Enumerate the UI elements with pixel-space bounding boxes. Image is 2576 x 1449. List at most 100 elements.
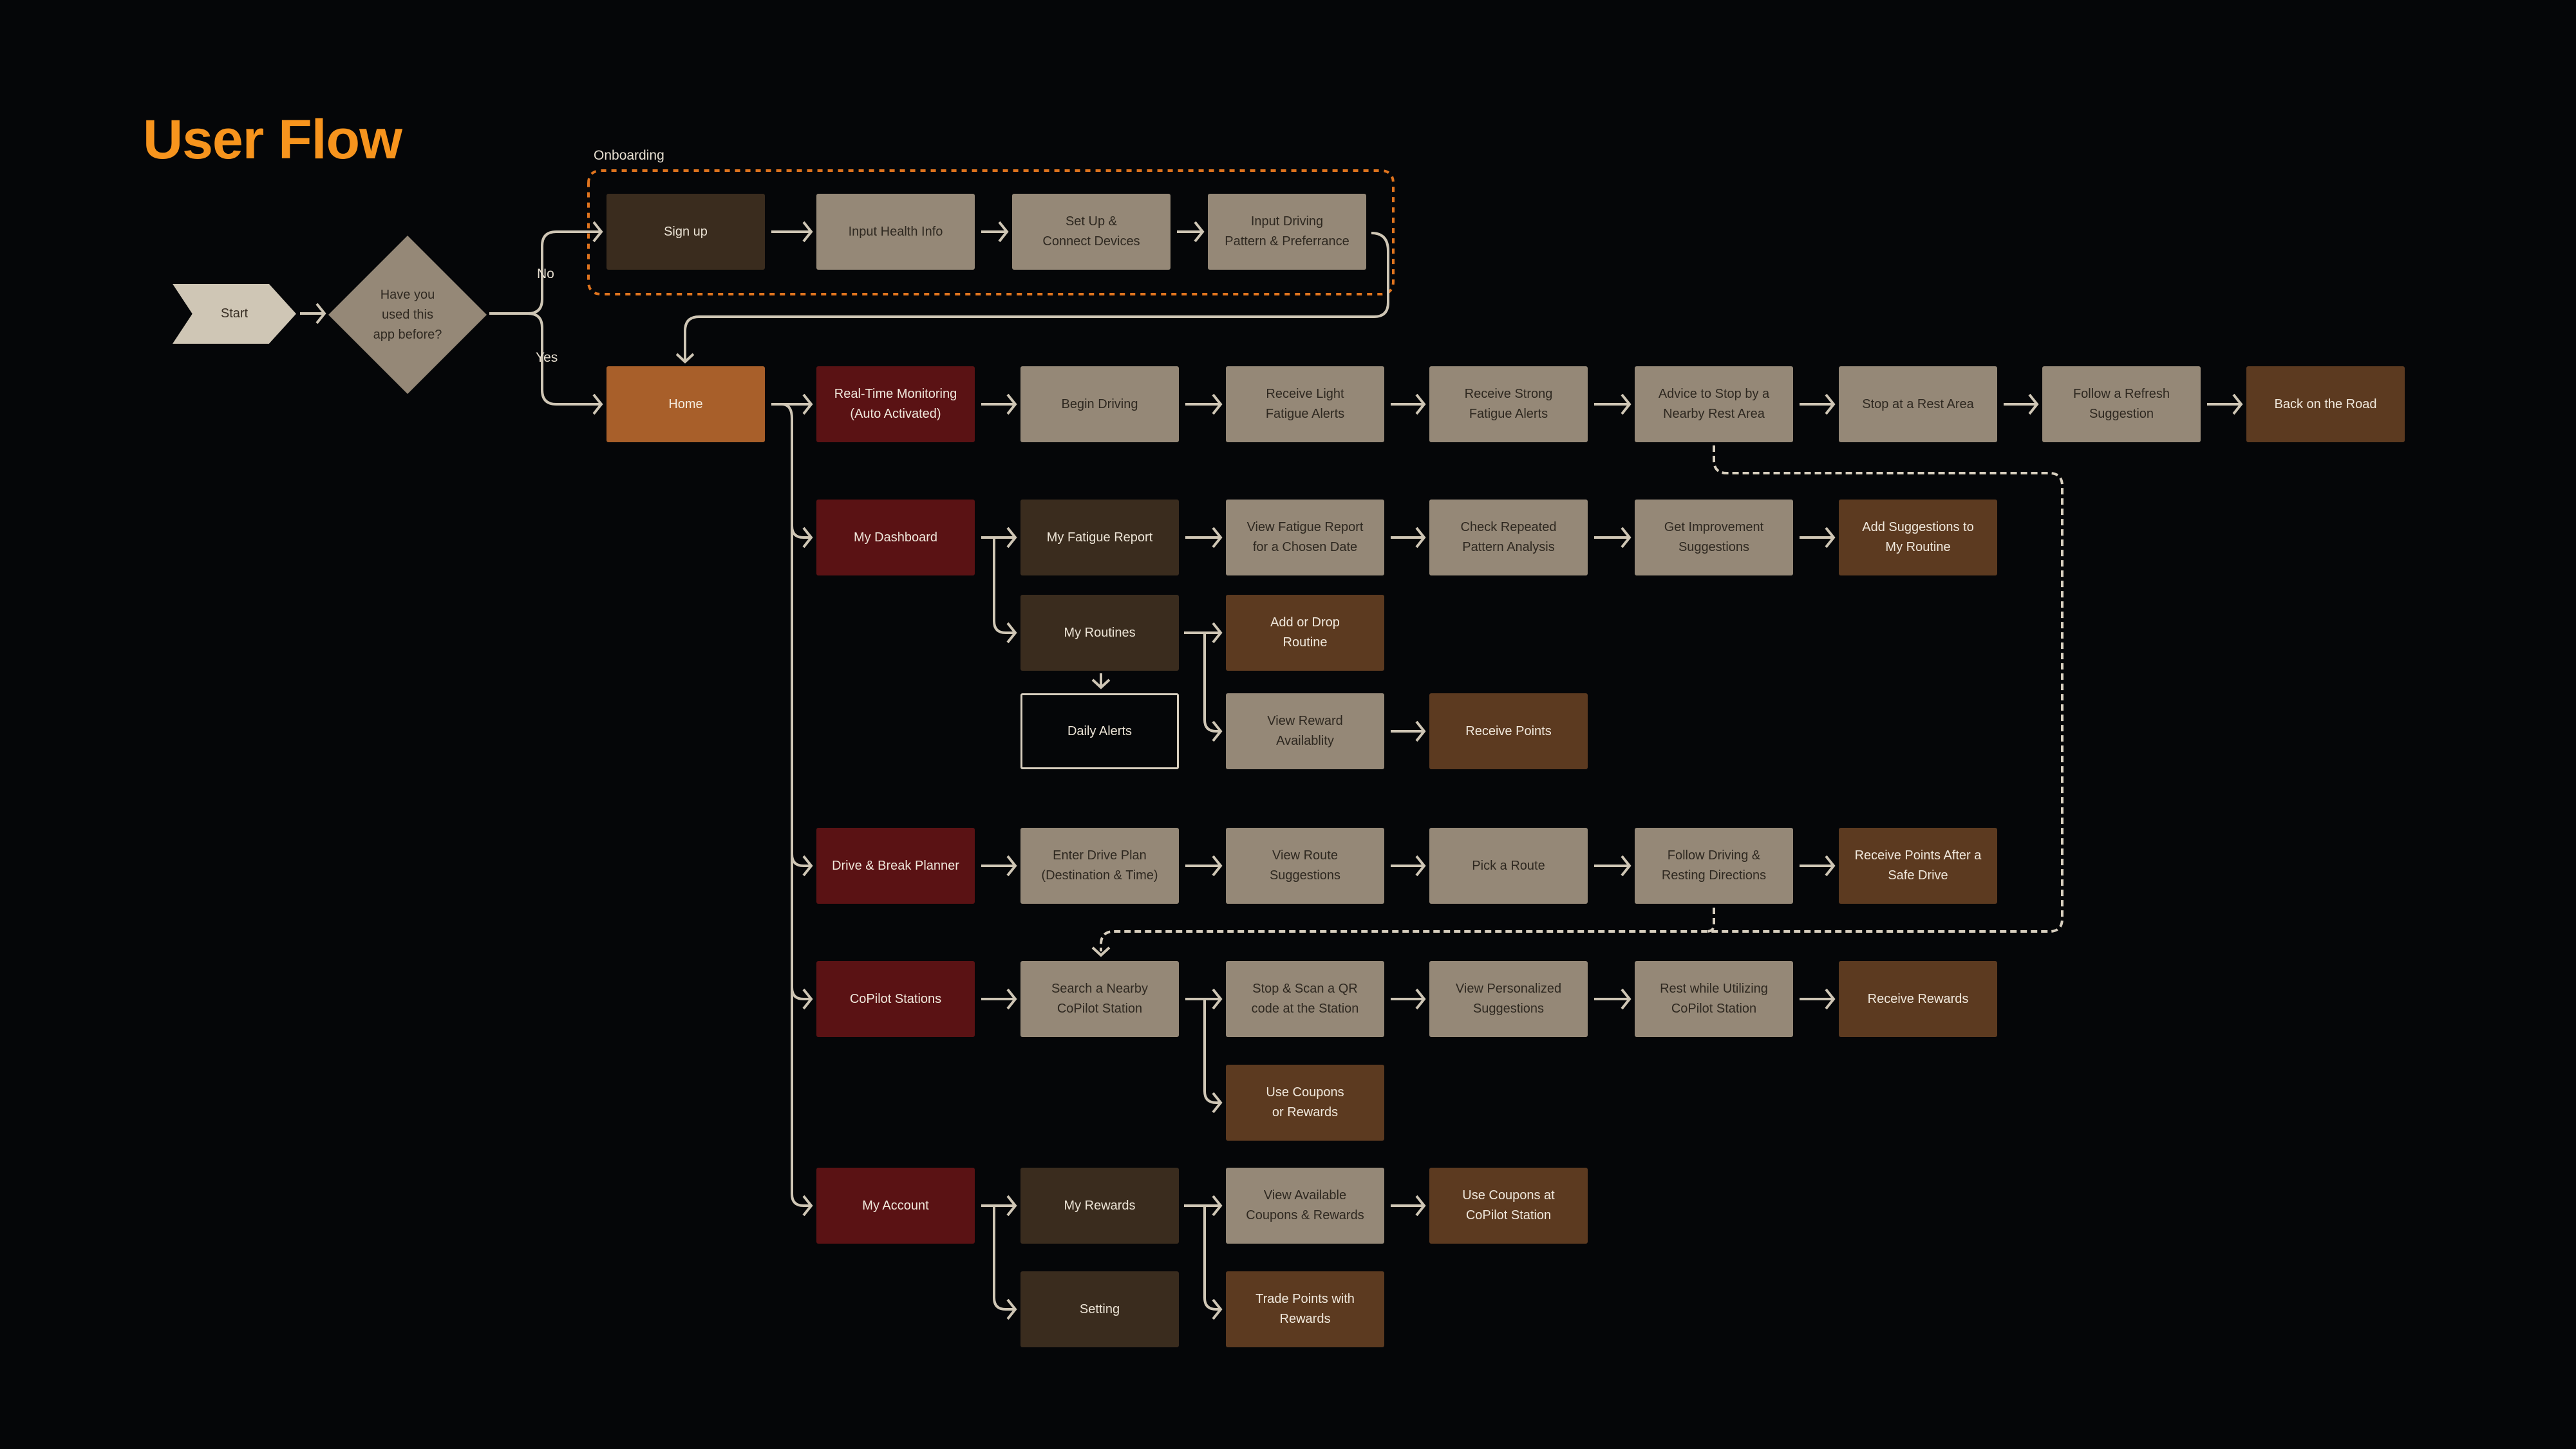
daily-alerts[interactable]: Daily Alerts (1020, 693, 1179, 769)
stop-at-rest-area[interactable]: Stop at a Rest Area (1839, 366, 1997, 442)
connector-arrow (1203, 633, 1221, 733)
arrowhead-icon (1621, 988, 1631, 1010)
trade-points-rewards[interactable]: Trade Points with Rewards (1226, 1271, 1384, 1347)
home-node[interactable]: Home (606, 366, 765, 442)
receive-points-safe-drive[interactable]: Receive Points After a Safe Drive (1839, 828, 1997, 904)
arrowhead-icon (1621, 527, 1631, 548)
arrowhead-icon (1006, 855, 1017, 877)
arrowhead-icon (1212, 527, 1223, 548)
arrowhead-icon (802, 221, 813, 243)
follow-driving-directions[interactable]: Follow Driving & Resting Directions (1635, 828, 1793, 904)
connector-arrow (781, 403, 793, 1194)
start-node[interactable]: Start (173, 284, 296, 344)
view-available-coupons[interactable]: View Available Coupons & Rewards (1226, 1168, 1384, 1244)
arrowhead-icon (802, 855, 813, 877)
arrowhead-icon (1415, 988, 1426, 1010)
connector-arrow (1203, 999, 1221, 1104)
page-title: User Flow (143, 109, 402, 171)
arrowhead-icon (1825, 988, 1836, 1010)
arrowhead-icon (1415, 527, 1426, 548)
arrowhead-icon (1006, 622, 1017, 644)
get-improvement-suggestions[interactable]: Get Improvement Suggestions (1635, 500, 1793, 575)
follow-refresh-suggestion[interactable]: Follow a Refresh Suggestion (2042, 366, 2201, 442)
branch-no-label: No (537, 266, 554, 281)
dashed-return-path (1100, 445, 2064, 951)
arrowhead-icon (1212, 1195, 1223, 1217)
arrowhead-icon (1212, 393, 1223, 415)
onboarding-label: Onboarding (594, 148, 664, 163)
view-route-suggestions[interactable]: View Route Suggestions (1226, 828, 1384, 904)
my-fatigue-report[interactable]: My Fatigue Report (1020, 500, 1179, 575)
receive-points[interactable]: Receive Points (1429, 693, 1588, 769)
back-on-the-road[interactable]: Back on the Road (2246, 366, 2405, 442)
arrowhead-icon (1415, 1195, 1426, 1217)
connector-arrow (993, 1206, 1015, 1311)
dashed-return-path (1706, 908, 1715, 933)
step-sign-up[interactable]: Sign up (606, 194, 765, 270)
arrowhead-icon (1194, 221, 1205, 243)
view-personalized-suggestions[interactable]: View Personalized Suggestions (1429, 961, 1588, 1037)
realtime-monitoring[interactable]: Real-Time Monitoring (Auto Activated) (816, 366, 975, 442)
connector-arrow (527, 312, 601, 406)
connector-arrow (791, 525, 811, 1159)
search-nearby-station[interactable]: Search a Nearby CoPilot Station (1020, 961, 1179, 1037)
onboarding-dashed-frame (587, 169, 1395, 295)
my-routines[interactable]: My Routines (1020, 595, 1179, 671)
copilot-stations[interactable]: CoPilot Stations (816, 961, 975, 1037)
rest-utilizing-station[interactable]: Rest while Utilizing CoPilot Station (1635, 961, 1793, 1037)
use-coupons-rewards[interactable]: Use Coupons or Rewards (1226, 1065, 1384, 1141)
scan-qr-code[interactable]: Stop & Scan a QR code at the Station (1226, 961, 1384, 1037)
arrowhead-icon (1825, 527, 1836, 548)
check-pattern-analysis[interactable]: Check Repeated Pattern Analysis (1429, 500, 1588, 575)
advice-stop-rest-area[interactable]: Advice to Stop by a Nearby Rest Area (1635, 366, 1793, 442)
connector-arrow (684, 232, 1389, 360)
use-coupons-station[interactable]: Use Coupons at CoPilot Station (1429, 1168, 1588, 1244)
pick-a-route[interactable]: Pick a Route (1429, 828, 1588, 904)
my-rewards[interactable]: My Rewards (1020, 1168, 1179, 1244)
receive-light-alerts[interactable]: Receive Light Fatigue Alerts (1226, 366, 1384, 442)
receive-rewards[interactable]: Receive Rewards (1839, 961, 1997, 1037)
begin-driving[interactable]: Begin Driving (1020, 366, 1179, 442)
my-dashboard[interactable]: My Dashboard (816, 500, 975, 575)
arrowhead-icon (802, 1195, 813, 1217)
arrowhead-icon (2028, 393, 2039, 415)
step-connect-devices[interactable]: Set Up & Connect Devices (1012, 194, 1170, 270)
arrowhead-icon (1091, 678, 1111, 689)
enter-drive-plan[interactable]: Enter Drive Plan (Destination & Time) (1020, 828, 1179, 904)
arrowhead-icon (1212, 855, 1223, 877)
view-reward-availability[interactable]: View Reward Availablity (1226, 693, 1384, 769)
my-account[interactable]: My Account (816, 1168, 975, 1244)
arrowhead-icon (1006, 393, 1017, 415)
arrowhead-icon (802, 527, 813, 548)
connector-arrow (993, 538, 1015, 634)
view-fatigue-report-date[interactable]: View Fatigue Report for a Chosen Date (1226, 500, 1384, 575)
step-input-health-info[interactable]: Input Health Info (816, 194, 975, 270)
arrowhead-icon (1006, 988, 1017, 1010)
arrowhead-icon (1212, 622, 1223, 644)
arrowhead-icon (315, 303, 326, 324)
setting[interactable]: Setting (1020, 1271, 1179, 1347)
arrowhead-icon (592, 221, 603, 243)
add-suggestions-routine[interactable]: Add Suggestions to My Routine (1839, 500, 1997, 575)
arrowhead-icon (802, 988, 813, 1010)
arrowhead-icon (1006, 1298, 1017, 1320)
arrowhead-icon (2232, 393, 2243, 415)
arrowhead-icon (1415, 720, 1426, 742)
connector-arrow (1203, 1206, 1221, 1311)
arrowhead-icon (592, 393, 603, 415)
arrowhead-icon (1212, 720, 1223, 742)
receive-strong-alerts[interactable]: Receive Strong Fatigue Alerts (1429, 366, 1588, 442)
arrowhead-icon (1621, 393, 1631, 415)
connector-arrow (791, 1159, 811, 1207)
drive-break-planner[interactable]: Drive & Break Planner (816, 828, 975, 904)
arrowhead-icon (998, 221, 1009, 243)
add-drop-routine[interactable]: Add or Drop Routine (1226, 595, 1384, 671)
arrowhead-icon (1825, 393, 1836, 415)
arrowhead-icon (1415, 393, 1426, 415)
connector-arrow (489, 230, 601, 315)
arrowhead-icon (1091, 946, 1111, 957)
step-input-driving-pattern[interactable]: Input Driving Pattern & Preferrance (1208, 194, 1366, 270)
arrowhead-icon (1212, 1092, 1223, 1114)
arrowhead-icon (1212, 1298, 1223, 1320)
